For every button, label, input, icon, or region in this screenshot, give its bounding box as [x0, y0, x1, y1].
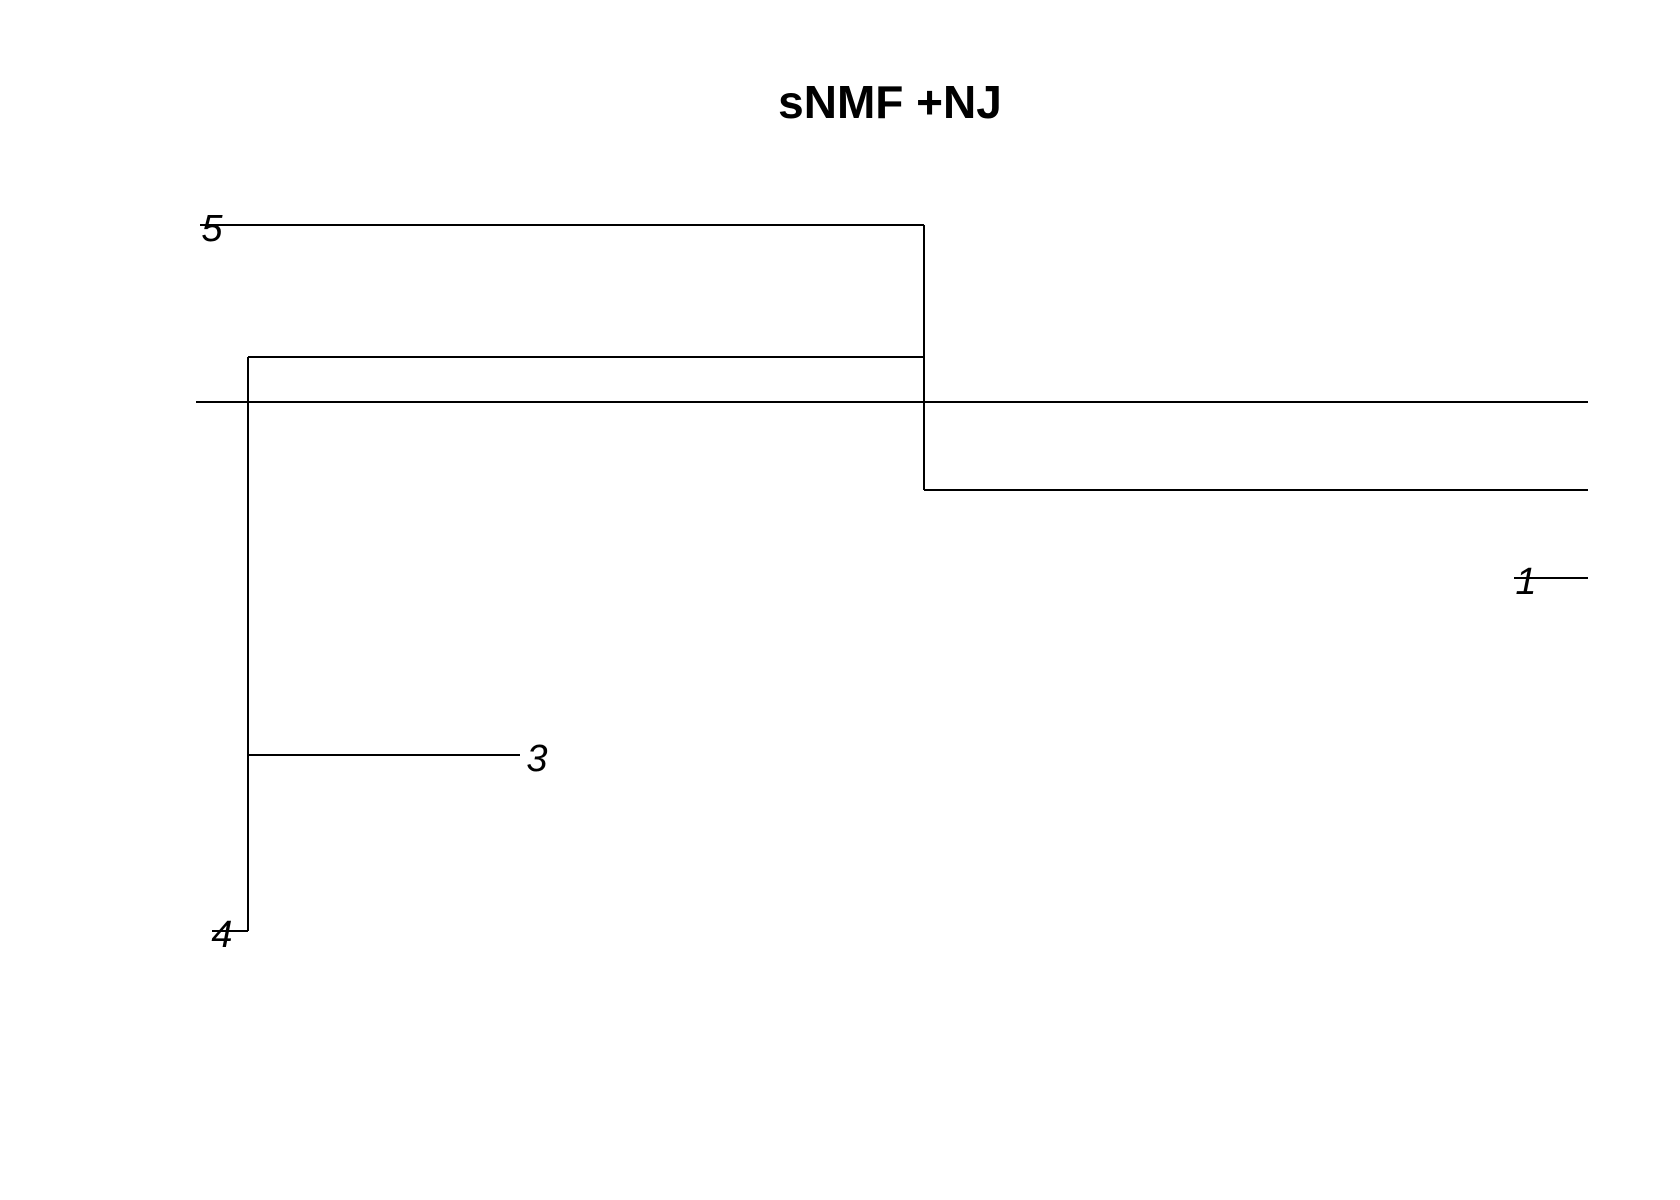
tip-label-3: 3 [526, 738, 547, 780]
tip-label-1: 1 [1515, 561, 1536, 603]
tip-label-4: 4 [211, 914, 232, 956]
tip-labels: 5 1 3 4 [201, 208, 1536, 956]
tip-label-5: 5 [201, 208, 223, 250]
tree-branches [196, 224, 1588, 932]
plot-title: sNMF +NJ [778, 76, 1002, 128]
